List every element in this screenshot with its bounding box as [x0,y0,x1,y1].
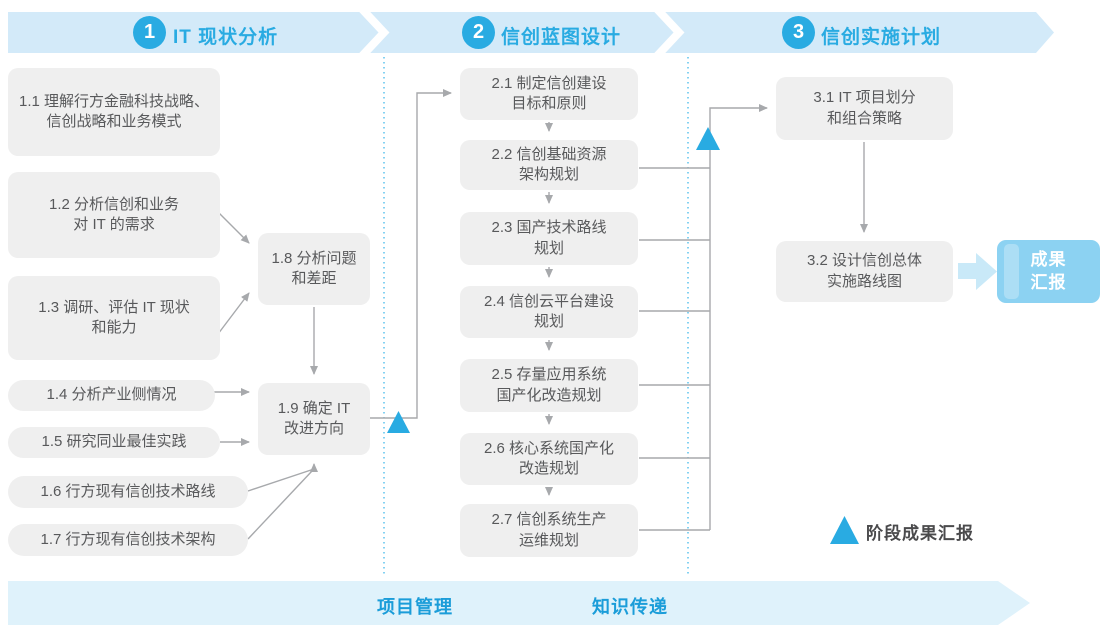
step-box-1-5: 1.5 研究同业最佳实践 [8,427,220,458]
step-box-2-6: 2.6 核心系统国产化 改造规划 [460,433,638,485]
step-box-2-2: 2.2 信创基础资源 架构规划 [460,140,638,190]
step-box-3-1: 3.1 IT 项目划分 和组合策略 [776,77,953,140]
step-box-1-1: 1.1 理解行方金融科技战略、 信创战略和业务模式 [8,68,220,156]
step-box-1-8: 1.8 分析问题 和差距 [258,233,370,305]
phase-1-number-badge: 1 [133,16,166,49]
phase-banner-band [8,12,1054,53]
phase-1-title: IT 现状分析 [173,27,279,48]
phase-2-title: 信创蓝图设计 [501,27,622,48]
footer-item-project-management: 项目管理 [377,597,453,617]
step-box-1-4: 1.4 分析产业侧情况 [8,380,215,411]
deliverable-report-label: 成果 汇报 [1030,250,1067,292]
legend-milestone-triangle-icon [830,516,859,544]
footer-band [8,581,1030,625]
phase-2-number-badge: 2 [462,16,495,49]
step-box-3-2: 3.2 设计信创总体 实施路线图 [776,241,953,302]
phase-3-title: 信创实施计划 [821,27,942,48]
milestone-triangle-phase1-icon [387,411,410,433]
step-box-2-4: 2.4 信创云平台建设 规划 [460,286,638,338]
result-arrow-icon [958,253,997,290]
step-box-2-3: 2.3 国产技术路线 规划 [460,212,638,265]
step-box-2-1: 2.1 制定信创建设 目标和原则 [460,68,638,120]
deliverable-box-highlight [1004,244,1019,299]
step-box-1-6: 1.6 行方现有信创技术路线 [8,476,248,508]
legend-label: 阶段成果汇报 [866,524,974,543]
phase-3-number-badge: 3 [782,16,815,49]
footer-item-knowledge-transfer: 知识传递 [592,597,668,617]
deliverable-report-box: 成果 汇报 [997,240,1100,303]
step-box-1-7: 1.7 行方现有信创技术架构 [8,524,248,556]
step-box-2-7: 2.7 信创系统生产 运维规划 [460,504,638,557]
step-box-1-9: 1.9 确定 IT 改进方向 [258,383,370,455]
step-box-2-5: 2.5 存量应用系统 国产化改造规划 [460,359,638,412]
step-box-1-3: 1.3 调研、评估 IT 现状 和能力 [8,276,220,360]
step-box-1-2: 1.2 分析信创和业务 对 IT 的需求 [8,172,220,258]
milestone-triangle-phase2-icon [696,127,720,150]
